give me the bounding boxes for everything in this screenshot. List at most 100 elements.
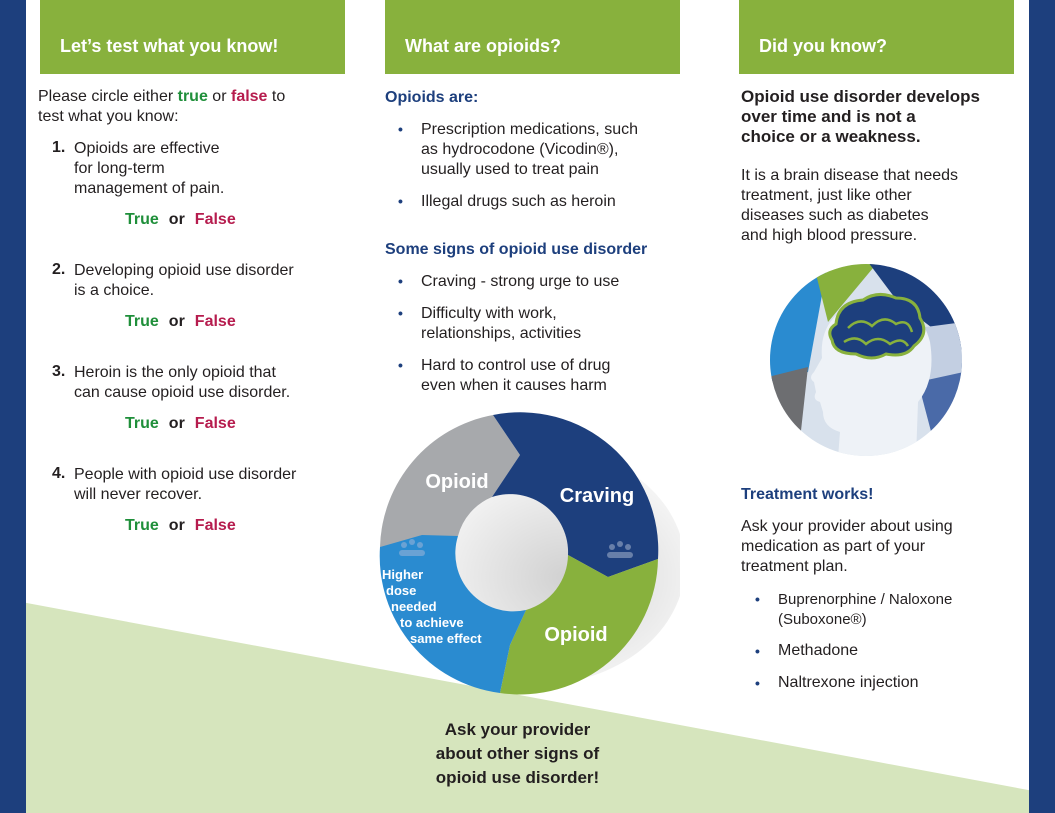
cycle-label-opioid-bottom: Opioid	[544, 624, 607, 646]
treatment-line: treatment plan.	[741, 558, 848, 575]
question-line: People with opioid use disorder	[74, 466, 297, 483]
bullet-icon: •	[755, 643, 760, 659]
bullet-icon: •	[398, 273, 403, 289]
cycle-segment-craving	[492, 412, 659, 577]
intro-to: to	[267, 88, 286, 105]
intro-line2: test what you know:	[38, 108, 179, 125]
cycle-label-craving: Craving	[560, 485, 634, 507]
or-label: or	[168, 517, 185, 534]
medication-line: (Suboxone®)	[778, 611, 867, 628]
cycle-label-higher-dose-1: Higher	[382, 567, 423, 582]
question-number: 2.	[52, 261, 66, 278]
cycle-label-higher-dose-3: needed	[391, 599, 437, 614]
col1-header: Let’s test what you know!	[40, 0, 345, 74]
addiction-cycle-diagram: Opioid Craving Opioid Higher dose needed…	[379, 412, 680, 695]
treatment-text: Ask your provider about using medication…	[741, 517, 953, 577]
question-line: can cause opioid use disorder.	[74, 384, 291, 401]
people-icon	[399, 539, 425, 556]
true-option[interactable]: True	[125, 415, 159, 432]
false-option[interactable]: False	[194, 211, 236, 228]
body-line: diseases such as diabetes	[741, 207, 929, 224]
cycle-segment-opioid-bottom	[500, 555, 658, 695]
intro-false: false	[230, 88, 268, 105]
treatment-heading: Treatment works!	[741, 486, 874, 503]
list-item-line: Prescription medications, such	[421, 121, 638, 138]
or-label: or	[168, 313, 185, 330]
bullet-icon: •	[755, 591, 760, 607]
list-item: Hard to control use of drug even when it…	[421, 356, 610, 396]
question-number: 1.	[52, 139, 66, 156]
body-line: It is a brain disease that needs	[741, 167, 959, 184]
intro-text: Please circle either	[38, 88, 178, 105]
cycle-label-higher-dose-5: same effect	[410, 631, 482, 646]
list-item-line: relationships, activities	[421, 325, 582, 342]
people-icon	[607, 541, 633, 558]
cycle-label-higher-dose-2: dose	[386, 583, 416, 598]
question-text: Developing opioid use disorder is a choi…	[74, 261, 294, 301]
false-option[interactable]: False	[194, 415, 236, 432]
bullet-icon: •	[398, 121, 403, 137]
list-item-line: Difficulty with work,	[421, 305, 557, 322]
treatment-line: Ask your provider about using	[741, 518, 953, 535]
treatment-line: medication as part of your	[741, 538, 926, 555]
col2-header-title: What are opioids?	[405, 35, 562, 56]
list-item: Craving - strong urge to use	[421, 272, 619, 292]
brain-disease-text: It is a brain disease that needs treatme…	[741, 166, 958, 246]
list-item-line: as hydrocodone (Vicodin®),	[421, 141, 619, 158]
intro-true: true	[177, 88, 208, 105]
true-option[interactable]: True	[125, 313, 159, 330]
false-option[interactable]: False	[194, 517, 236, 534]
list-item-line: Craving - strong urge to use	[421, 273, 620, 290]
lead-line: Opioid use disorder develops	[741, 87, 980, 106]
medication-line: Naltrexone injection	[778, 674, 919, 691]
col3-header: Did you know?	[739, 0, 1014, 74]
question-line: will never recover.	[74, 486, 203, 503]
list-item: Illegal drugs such as heroin	[421, 192, 616, 212]
question-line: for long-term	[74, 160, 165, 177]
brain-icon	[828, 293, 926, 360]
list-item-line: usually used to treat pain	[421, 161, 599, 178]
or-label: or	[168, 415, 185, 432]
question-line: Heroin is the only opioid that	[74, 364, 276, 381]
question-text: People with opioid use disorder will nev…	[74, 465, 296, 505]
intro-or: or	[207, 88, 231, 105]
list-item-line: Illegal drugs such as heroin	[421, 193, 616, 210]
right-edge-bar	[1029, 0, 1055, 813]
signs-heading: Some signs of opioid use disorder	[385, 241, 648, 258]
left-edge-bar	[0, 0, 26, 813]
col1-header-title: Let’s test what you know!	[60, 35, 279, 56]
cycle-segment-opioid-top	[380, 415, 520, 547]
medication-line: Methadone	[778, 642, 859, 659]
medication-line: Buprenorphine / Naloxone	[778, 591, 953, 608]
callout-line: opioid use disorder!	[435, 768, 600, 787]
lead-line: choice or a weakness.	[741, 127, 921, 146]
question-text: Opioids are effective for long-term mana…	[74, 139, 224, 199]
question-line: management of pain.	[74, 180, 225, 197]
question-number: 4.	[52, 465, 66, 482]
false-option[interactable]: False	[194, 313, 236, 330]
callout-line: about other signs of	[435, 744, 600, 763]
medication-item: Buprenorphine / Naloxone (Suboxone®)	[778, 590, 952, 630]
true-option[interactable]: True	[125, 211, 159, 228]
question-line: is a choice.	[74, 282, 155, 299]
true-option[interactable]: True	[125, 517, 159, 534]
bullet-icon: •	[755, 675, 760, 691]
list-item-line: Hard to control use of drug	[421, 357, 611, 374]
bullet-icon: •	[398, 357, 403, 373]
question-line: Opioids are effective	[74, 140, 220, 157]
body-line: treatment, just like other	[741, 187, 912, 204]
list-item: Prescription medications, such as hydroc…	[421, 120, 638, 180]
bullet-icon: •	[398, 305, 403, 321]
body-line: and high blood pressure.	[741, 227, 918, 244]
question-line: Developing opioid use disorder	[74, 262, 294, 279]
opioids-are-heading: Opioids are:	[385, 89, 479, 106]
col2-header: What are opioids?	[385, 0, 680, 74]
lead-statement: Opioid use disorder develops over time a…	[741, 87, 980, 147]
cycle-label-opioid-top: Opioid	[425, 471, 488, 493]
question-number: 3.	[52, 363, 66, 380]
